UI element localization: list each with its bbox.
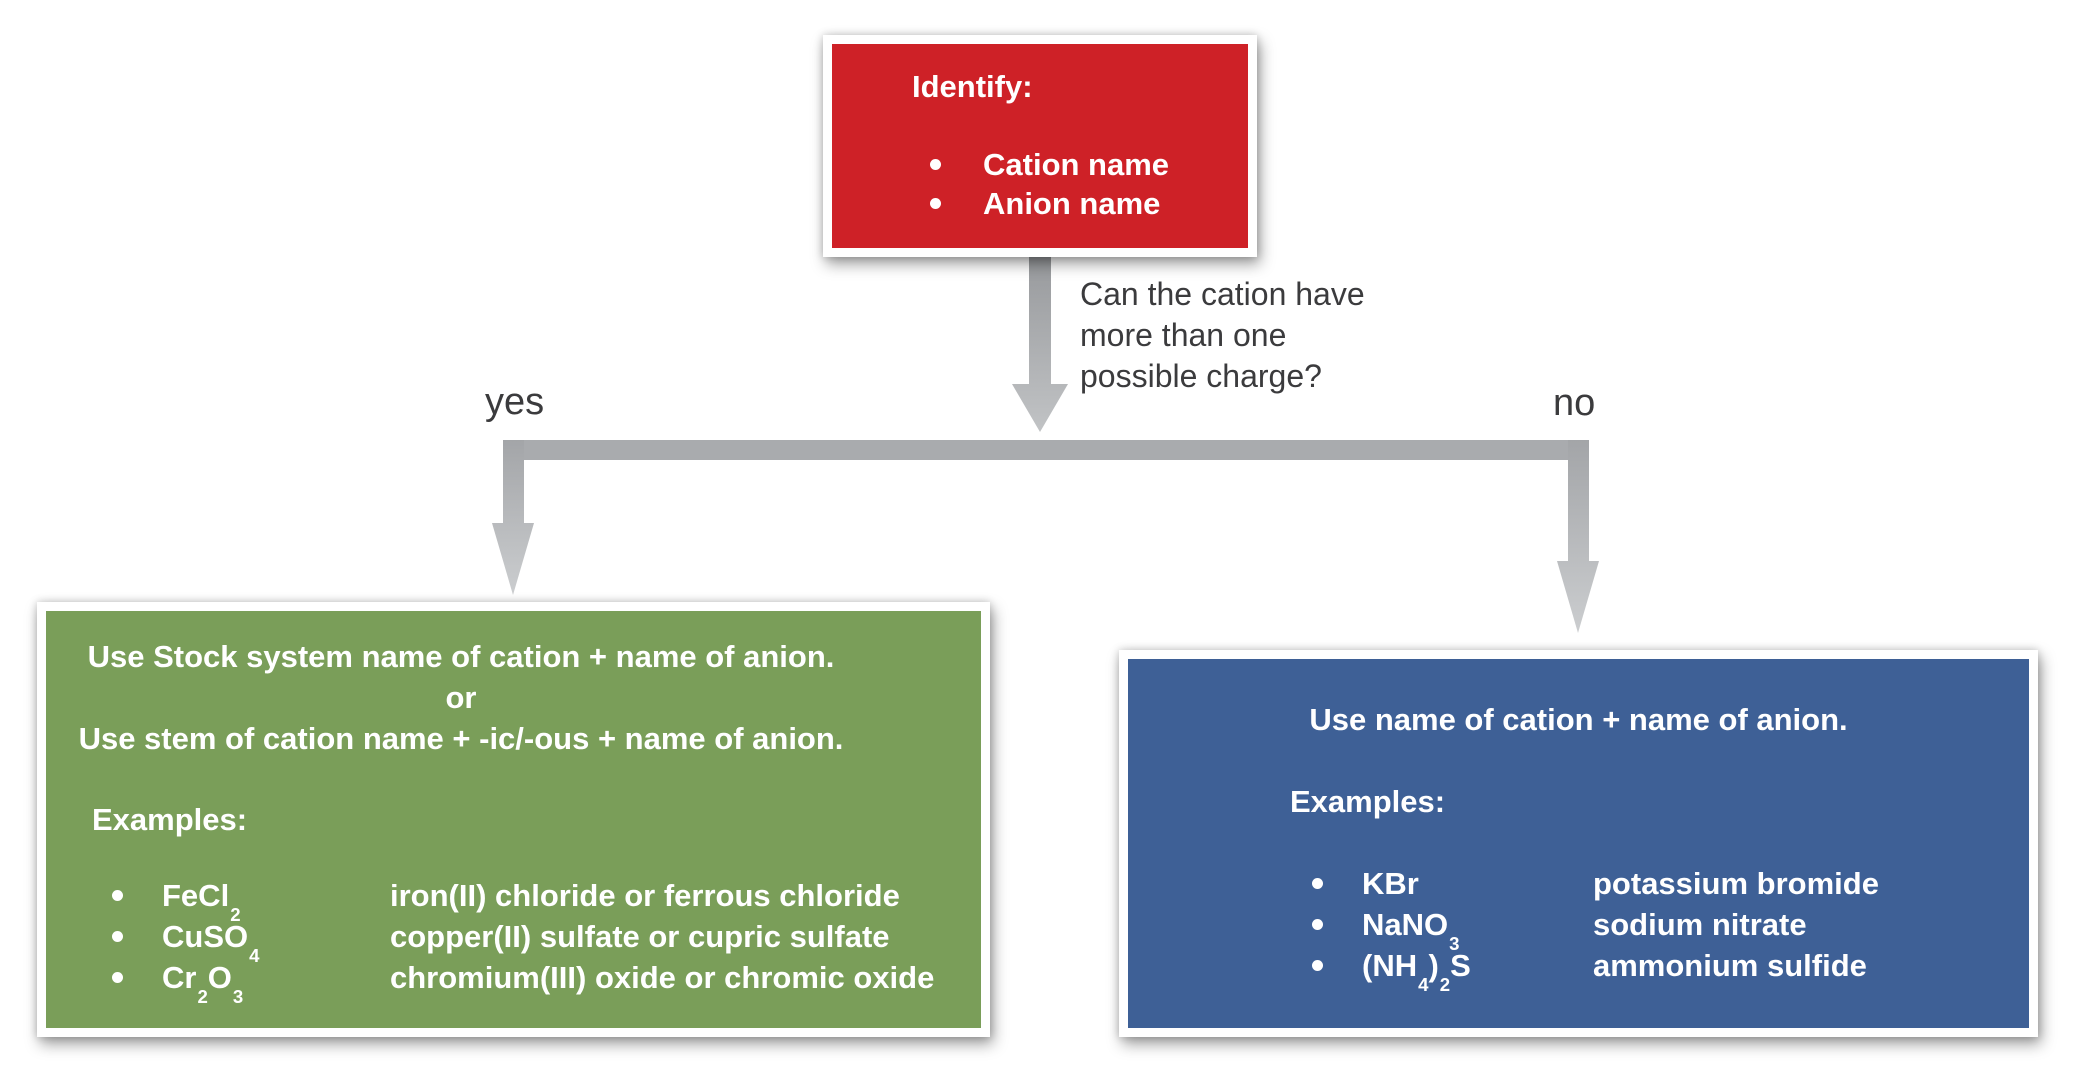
bullet-dot bbox=[112, 972, 123, 983]
example-formula: Cr2O3 bbox=[162, 960, 244, 1007]
no-examples-label: Examples: bbox=[1290, 784, 1446, 819]
identify-box-inner: Identify: Cation name Anion name bbox=[832, 44, 1248, 248]
yes-rule-text: Use Stock system name of cation + name o… bbox=[78, 639, 844, 756]
example-row: Cr2O3 chromium(III) oxide or chromic oxi… bbox=[46, 957, 981, 1007]
bullet-dot bbox=[1312, 919, 1323, 930]
example-row: FeCl2 iron(II) chloride or ferrous chlor… bbox=[46, 875, 981, 925]
example-row: KBr potassium bromide bbox=[1128, 863, 2029, 904]
identify-title: Identify: bbox=[912, 69, 1033, 104]
identify-bullet-row: Anion name bbox=[832, 183, 1248, 224]
example-name: copper(II) sulfate or cupric sulfate bbox=[390, 919, 890, 954]
yes-outcome-box: Use Stock system name of cation + name o… bbox=[37, 602, 990, 1037]
bullet-dot bbox=[112, 931, 123, 942]
bullet-dot bbox=[930, 159, 941, 170]
branch-label-no: no bbox=[1553, 382, 1596, 424]
example-formula: KBr bbox=[1362, 866, 1419, 901]
example-name: potassium bromide bbox=[1593, 866, 1879, 901]
example-row: (NH4)2S ammonium sulfide bbox=[1128, 945, 2029, 995]
identify-bullet-label: Cation name bbox=[983, 147, 1170, 182]
identify-bullet-row: Cation name bbox=[832, 144, 1248, 185]
branch-label-yes: yes bbox=[485, 381, 545, 423]
example-row: NaNO3 sodium nitrate bbox=[1128, 904, 2029, 954]
example-formula: FeCl2 bbox=[162, 878, 241, 925]
center-arrow-stem bbox=[1029, 250, 1051, 386]
center-arrow bbox=[1012, 250, 1068, 432]
example-formula: CuSO4 bbox=[162, 919, 260, 966]
identify-box: Identify: Cation name Anion name bbox=[823, 35, 1257, 257]
identify-bullet-label: Anion name bbox=[983, 186, 1161, 221]
yes-outcome-box-inner: Use Stock system name of cation + name o… bbox=[46, 611, 981, 1028]
yes-arrow bbox=[492, 440, 534, 595]
example-name: iron(II) chloride or ferrous chloride bbox=[390, 878, 900, 913]
example-formula: (NH4)2S bbox=[1362, 948, 1471, 995]
yes-examples-label: Examples: bbox=[92, 802, 248, 837]
yes-arrow-stem bbox=[503, 440, 524, 527]
no-arrow bbox=[1557, 440, 1599, 633]
branch-bar bbox=[503, 440, 1589, 460]
no-arrow-head bbox=[1557, 561, 1599, 633]
yes-arrow-head bbox=[492, 523, 534, 595]
decision-question: Can the cation have more than one possib… bbox=[1080, 276, 1365, 394]
bullet-dot bbox=[1312, 878, 1323, 889]
example-name: ammonium sulfide bbox=[1593, 948, 1867, 983]
bullet-dot bbox=[112, 890, 123, 901]
example-name: sodium nitrate bbox=[1593, 907, 1807, 942]
no-rule-text: Use name of cation + name of anion. bbox=[1309, 702, 1848, 737]
no-outcome-box: Use name of cation + name of anion. Exam… bbox=[1119, 650, 2038, 1037]
no-outcome-box-inner: Use name of cation + name of anion. Exam… bbox=[1128, 659, 2029, 1028]
no-arrow-stem bbox=[1568, 440, 1589, 565]
example-name: chromium(III) oxide or chromic oxide bbox=[390, 960, 935, 995]
bullet-dot bbox=[1312, 960, 1323, 971]
example-row: CuSO4 copper(II) sulfate or cupric sulfa… bbox=[46, 916, 981, 966]
center-arrow-head bbox=[1012, 384, 1068, 432]
example-formula: NaNO3 bbox=[1362, 907, 1460, 954]
bullet-dot bbox=[930, 198, 941, 209]
